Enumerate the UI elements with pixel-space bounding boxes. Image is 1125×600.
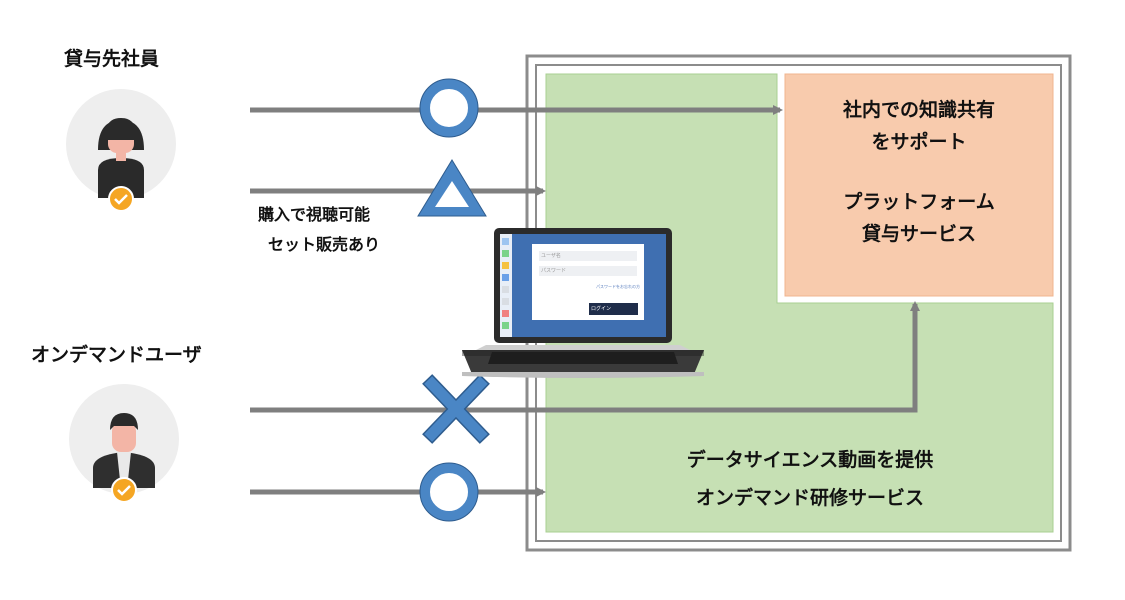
purchase-note-line1: 購入で視聴可能 [258,205,371,224]
laptop-illustration [462,228,704,378]
circle-symbol-ondemand-outline [419,462,479,522]
laptop-field-username[interactable]: ユーザ名 [541,253,561,259]
ondemand-label: オンデマンドユーザ [31,344,202,366]
platform-text: 社内での知識共有 をサポート プラットフォーム 貸与サービス [785,94,1053,250]
service-text: データサイエンス動画を提供 オンデマンド研修サービス [620,441,1000,517]
platform-line4: 貸与サービス [861,223,976,245]
purchase-note: 購入で視聴可能 セット販売あり [258,200,380,260]
circle-symbol-employee-outline [419,78,479,138]
arrow-ondemand-platform [250,301,920,413]
platform-line1: 社内での知識共有 [842,99,995,121]
laptop-field-password[interactable]: パスワード [541,268,567,274]
ondemand-avatar [69,384,179,503]
platform-area [784,73,1054,297]
employee-label: 貸与先社員 [64,48,160,70]
circle-symbol-ondemand [420,463,478,521]
cross-symbol [422,374,490,444]
employee-avatar [66,89,176,212]
platform-line3: プラットフォーム [843,191,995,213]
platform-line2: をサポート [871,131,967,153]
service-line2: オンデマンド研修サービス [695,487,924,509]
laptop-login-button[interactable]: ログイン [591,306,612,312]
triangle-inner [435,181,469,207]
purchase-note-line2: セット販売あり [268,235,381,254]
laptop-forgot-link[interactable]: パスワードをお忘れの方 [596,284,640,289]
service-line1: データサイエンス動画を提供 [686,449,934,471]
laptop-dock-icons [502,238,509,329]
circle-symbol-employee [420,79,478,137]
service-area [545,73,1054,533]
